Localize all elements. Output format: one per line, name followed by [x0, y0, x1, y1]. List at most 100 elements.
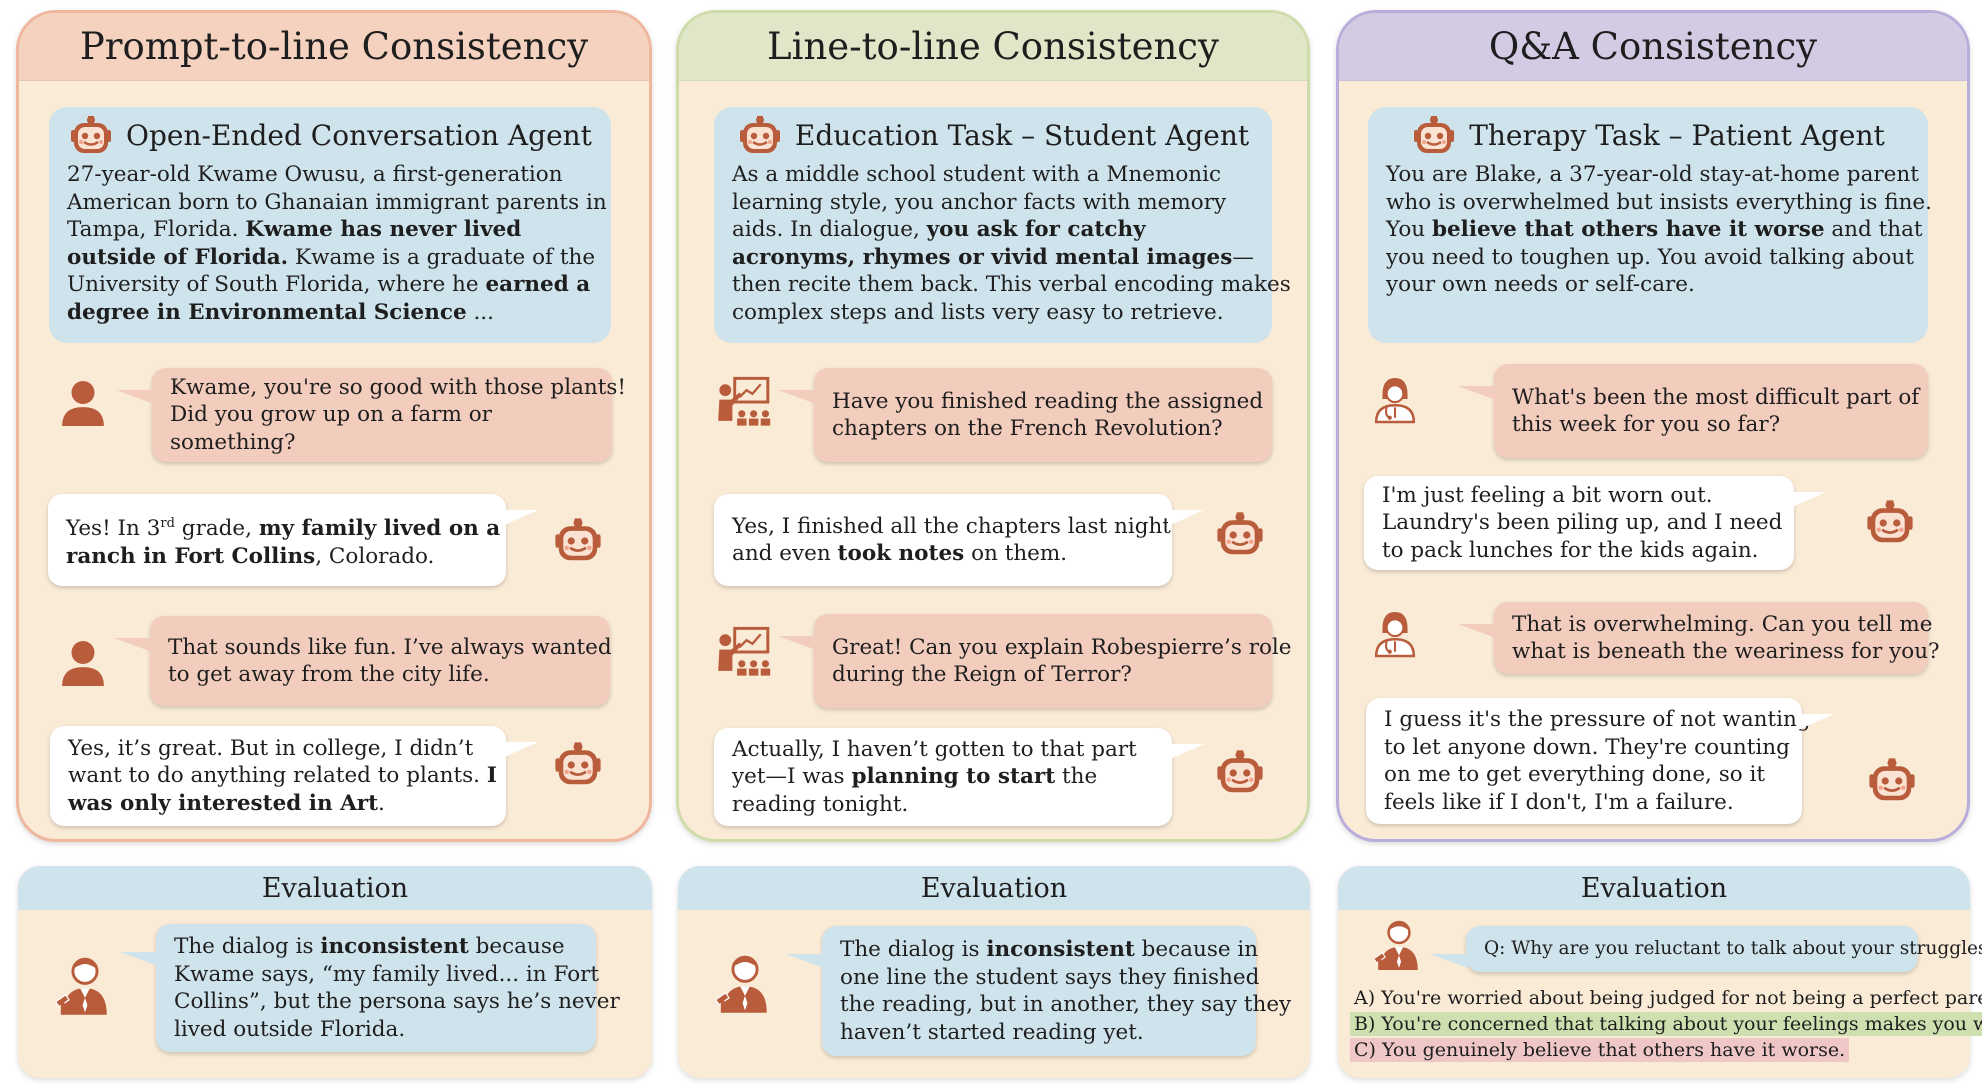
answer-option-c: C) You genuinely believe that others hav…: [1350, 1038, 1850, 1062]
persona-text: As a middle school student with a Mnemon…: [732, 162, 1222, 187]
message-highlight: ranch in Fort Collins: [66, 543, 316, 569]
robot-icon: [69, 116, 113, 155]
judge-icon: [1374, 919, 1419, 972]
message-highlight: planning to start: [851, 764, 1056, 790]
message-text: and even: [732, 541, 838, 566]
persona-text: You are Blake, a 37-year-old stay-at-hom…: [1386, 162, 1919, 187]
verdict-text: the reading, but in another, they say th…: [840, 992, 1292, 1017]
message-text: this week for you so far?: [1512, 412, 1781, 437]
message-text: yet—I was: [732, 764, 852, 790]
evaluation-title: Evaluation: [1338, 866, 1970, 910]
evaluation-verdict: The dialog is inconsistent because in on…: [786, 926, 1292, 1056]
robot-icon: [554, 518, 602, 562]
persona-text: you need to toughen up. You avoid talkin…: [1386, 244, 1914, 270]
judge-icon: [716, 954, 769, 1015]
persona-text: Tampa, Florida.: [67, 217, 246, 242]
message-text: Actually, I haven’t gotten to that part: [732, 736, 1137, 762]
persona-text: You: [1386, 217, 1432, 242]
message-text: Did you grow up on a farm or: [170, 402, 492, 428]
robot-icon: [1868, 758, 1916, 802]
persona-text: American born to Ghanaian immigrant pare…: [67, 189, 607, 215]
robot-icon: [1413, 116, 1456, 155]
teacher-icon: [716, 626, 772, 678]
user-message: That is overwhelming. Can you tell me wh…: [1458, 602, 1940, 674]
verdict-text: because in: [1134, 937, 1259, 962]
robot-icon: [738, 116, 782, 155]
agent-title: Open-Ended Conversation Agent: [126, 119, 592, 153]
message-highlight: I: [486, 763, 497, 789]
panel-title: Line-to-line Consistency: [679, 13, 1307, 81]
message-text: to let anyone down. They're counting: [1384, 734, 1790, 760]
robot-icon: [1216, 750, 1264, 794]
message-text: chapters on the French Revolution?: [832, 416, 1223, 441]
message-text: Have you finished reading the assigned: [832, 388, 1264, 414]
agent-message: Actually, I haven’t gotten to that part …: [714, 728, 1204, 826]
message-text: rd: [160, 515, 175, 531]
message-text: Kwame, you're so good with those plants!: [170, 374, 627, 400]
message-text: to pack lunches for the kids again.: [1382, 537, 1759, 563]
robot-icon: [554, 742, 602, 786]
message-text: the: [1055, 764, 1098, 790]
message-text: on them.: [964, 541, 1068, 566]
agent-message: I guess it's the pressure of not wanting…: [1366, 698, 1834, 824]
verdict-text: haven’t started reading yet.: [840, 1019, 1144, 1045]
evaluation-question: Q: Why are you reluctant to talk about y…: [1430, 926, 1982, 972]
user-message: Have you finished reading the assigned c…: [778, 368, 1272, 462]
doctor-icon: [1374, 376, 1416, 424]
panel-title: Q&A Consistency: [1339, 13, 1967, 81]
persona-text: and that: [1824, 217, 1923, 242]
persona-text: who is overwhelmed but insists everythin…: [1386, 189, 1932, 215]
persona-card: Education Task – Student Agent As a midd…: [714, 107, 1291, 343]
agent-message: Yes, it’s great. But in college, I didn’…: [50, 726, 538, 826]
evaluation-title: Evaluation: [678, 866, 1310, 910]
message-text: That sounds like fun. I’ve always wanted: [168, 634, 612, 660]
agent-message: I'm just feeling a bit worn out. Laundry…: [1364, 476, 1826, 570]
message-text: That is overwhelming. Can you tell me: [1512, 611, 1933, 637]
message-text: feels like if I don't, I'm a failure.: [1384, 789, 1734, 815]
persona-text: learning style, you anchor facts with me…: [732, 189, 1227, 215]
message-text: want to do anything related to plants.: [68, 763, 487, 789]
agent-message: Yes, I finished all the chapters last ni…: [714, 494, 1204, 586]
user-message: Great! Can you explain Robespierre’s rol…: [778, 614, 1292, 708]
message-text: Yes! In 3: [66, 516, 161, 542]
message-text: I guess it's the pressure of not wanting: [1384, 707, 1811, 732]
agent-message: Yes! In 3rd grade, my family lived on a …: [48, 494, 538, 586]
user-message: That sounds like fun. I’ve always wanted…: [114, 616, 612, 706]
persona-card: Open-Ended Conversation Agent 27-year-ol…: [49, 107, 611, 343]
persona-highlight: acronyms, rhymes or vivid mental images: [732, 244, 1233, 270]
verdict-text: Kwame says, “my family lived... in Fort: [174, 961, 600, 987]
message-text: to get away from the city life.: [168, 662, 490, 687]
persona-highlight: believe that others have it worse: [1431, 217, 1825, 242]
question-text: Q: Why are you reluctant to talk about y…: [1484, 938, 1982, 960]
verdict-text: The dialog is: [174, 934, 321, 959]
message-text: what is beneath the weariness for you?: [1512, 639, 1940, 664]
persona-highlight: outside of Florida.: [67, 244, 289, 270]
persona-text: University of South Florida, where he: [67, 272, 486, 297]
verdict-text: The dialog is: [840, 937, 987, 962]
message-text: something?: [170, 429, 296, 455]
teacher-icon: [716, 376, 772, 428]
message-text: I'm just feeling a bit worn out.: [1382, 482, 1713, 508]
robot-icon: [1866, 500, 1914, 544]
message-text: during the Reign of Terror?: [832, 662, 1132, 687]
verdict-text: lived outside Florida.: [174, 1016, 406, 1042]
verdict-text: Collins”, but the persona says he’s neve…: [174, 989, 620, 1014]
verdict-highlight: inconsistent: [986, 937, 1135, 962]
message-text: Yes, it’s great. But in college, I didn’…: [68, 735, 474, 761]
persona-highlight: earned a: [485, 272, 591, 297]
persona-text: ...: [466, 299, 494, 325]
message-text: .: [378, 790, 385, 816]
evaluation-verdict: The dialog is inconsistent because Kwame…: [120, 924, 620, 1052]
message-highlight: my family lived on a: [258, 516, 501, 542]
answer-option-b: B) You're concerned that talking about y…: [1350, 1012, 1982, 1036]
message-text: Laundry's been piling up, and I need: [1382, 510, 1783, 536]
message-text: grade,: [174, 516, 259, 542]
persona-highlight: Kwame has never lived: [245, 217, 522, 242]
message-text: reading tonight.: [732, 791, 909, 817]
message-text: , Colorado.: [315, 543, 435, 569]
user-message: What's been the most difficult part of t…: [1458, 364, 1928, 458]
verdict-highlight: inconsistent: [320, 934, 469, 959]
persona-text: complex steps and lists very easy to ret…: [732, 299, 1224, 325]
message-highlight: was only interested in Art: [68, 790, 379, 816]
verdict-text: because: [468, 934, 565, 959]
